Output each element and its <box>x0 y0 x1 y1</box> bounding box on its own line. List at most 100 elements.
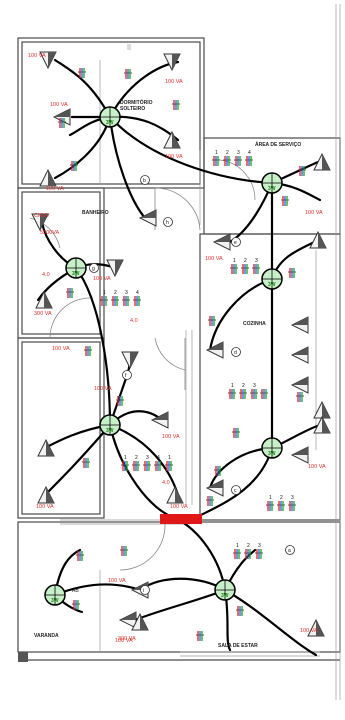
circuit-number: 3 <box>258 543 261 549</box>
circuit-number: 3 <box>291 495 294 501</box>
switch-icon[interactable]: i <box>140 585 150 595</box>
outlet-icon[interactable] <box>205 479 224 497</box>
circuit-number: 3 <box>125 290 128 296</box>
outlet-icon[interactable] <box>37 485 55 504</box>
outlet-icon[interactable] <box>313 415 331 434</box>
outlet-icon[interactable] <box>39 51 57 70</box>
outlet-icon[interactable] <box>118 611 137 629</box>
load-label: 100 VA <box>165 154 183 160</box>
load-label: 100 VA <box>36 504 54 510</box>
outlet-icon[interactable] <box>290 376 309 394</box>
lamp-icon[interactable]: 3W <box>65 257 87 279</box>
load-label: 100 VA <box>52 346 70 352</box>
outlet-icon[interactable] <box>106 259 124 278</box>
outlet-icon[interactable] <box>307 618 325 637</box>
load-label: 100 VA <box>308 464 326 470</box>
load-label: 100 VA <box>162 434 180 440</box>
switch-icon[interactable]: f <box>122 370 132 380</box>
outlet-icon[interactable] <box>313 400 331 419</box>
load-label: 100 VA <box>170 504 188 510</box>
outlet-icon[interactable] <box>290 316 309 334</box>
lamp-icon[interactable]: 3W <box>214 579 236 601</box>
circuit-number: 4 <box>136 290 139 296</box>
switch-letter: c <box>234 488 237 494</box>
room-area-servico-label: ÁREA DE SERVIÇO <box>255 141 301 148</box>
circuit-number: 2 <box>226 150 229 156</box>
load-label: 300 VA <box>118 636 136 642</box>
lamp-label: 3W <box>268 451 276 457</box>
outlet-icon[interactable] <box>163 130 181 149</box>
room-varanda-label: VARANDA <box>34 633 59 639</box>
lamp-label: 3W <box>72 271 80 277</box>
circuit-number: 2 <box>244 258 247 264</box>
switch-letter: e <box>234 240 237 246</box>
conductor-group <box>206 496 214 506</box>
switch-icon[interactable]: a <box>285 545 295 555</box>
lamp-icon[interactable]: 3W <box>261 172 283 194</box>
switch-icon[interactable]: h <box>163 217 173 227</box>
circuit-number: 4 <box>248 150 251 156</box>
switch-icon[interactable]: g <box>89 263 99 273</box>
load-label: 100 VA <box>93 276 111 282</box>
switch-icon[interactable]: d <box>231 347 241 357</box>
switch-letter: a <box>288 548 291 554</box>
conductor-group <box>296 392 304 402</box>
conductor-group <box>232 428 240 438</box>
outlet-icon[interactable] <box>212 233 231 251</box>
conductor-group <box>260 389 268 399</box>
outlet-icon[interactable] <box>163 53 181 72</box>
walls <box>17 4 341 700</box>
conductor-group <box>84 346 92 356</box>
outlet-icon[interactable] <box>35 290 53 309</box>
outlet-icon[interactable] <box>31 213 49 232</box>
circuit-number: 1 <box>168 455 171 461</box>
conductor-group <box>236 606 244 616</box>
outlet-icon[interactable] <box>131 612 149 631</box>
outlet-icon[interactable] <box>37 438 55 457</box>
load-label: 100 VA <box>205 256 223 262</box>
switch-letter: i <box>143 588 144 594</box>
switch-icon[interactable]: e <box>231 237 241 247</box>
wiring <box>36 58 322 657</box>
lamp-label: 3W <box>221 593 229 599</box>
distribution-panel[interactable] <box>160 514 202 524</box>
conductor-group <box>288 268 296 278</box>
lamp-icon[interactable]: 3W <box>261 437 283 459</box>
outlet-icon[interactable] <box>290 446 309 464</box>
lamp-label: 3W <box>106 120 114 126</box>
outlet-icon[interactable] <box>166 485 184 504</box>
conductor-group <box>124 69 132 79</box>
outlet-icon[interactable] <box>309 230 327 249</box>
outlet-icon[interactable] <box>205 341 224 359</box>
outlet-icon[interactable] <box>150 411 169 429</box>
room-sala-estar-label: SALA DE ESTAR <box>218 643 258 649</box>
room-banheiro-label: BANHEIRO <box>82 210 109 216</box>
conductor-group <box>214 466 222 476</box>
outlet-icon[interactable] <box>313 152 331 171</box>
conductor-group <box>196 631 204 641</box>
outlet-icon[interactable] <box>290 346 309 364</box>
lamp-icon[interactable]: 3W <box>261 268 283 290</box>
switch-icon[interactable]: c <box>231 485 241 495</box>
conductor-group <box>298 166 306 176</box>
outlet-icon[interactable] <box>138 209 157 227</box>
lamp-icon[interactable]: 3W <box>44 584 66 606</box>
outlet-icon[interactable] <box>121 351 139 370</box>
outlet-icon[interactable] <box>39 168 57 187</box>
circuit-number: 3 <box>237 150 240 156</box>
circuit-number: 1 <box>124 455 127 461</box>
lamp-icon[interactable]: 3W <box>99 414 121 436</box>
conductor-group <box>66 288 74 298</box>
lamp-label: 3W <box>268 282 276 288</box>
load-label: 4.0 <box>130 318 138 324</box>
switch-icon[interactable]: b <box>140 175 150 185</box>
conductor-group <box>58 118 66 128</box>
lamp-icon[interactable]: 3W <box>99 106 121 128</box>
load-label: 100 VA <box>305 210 323 216</box>
circuit-number: 2 <box>242 383 245 389</box>
